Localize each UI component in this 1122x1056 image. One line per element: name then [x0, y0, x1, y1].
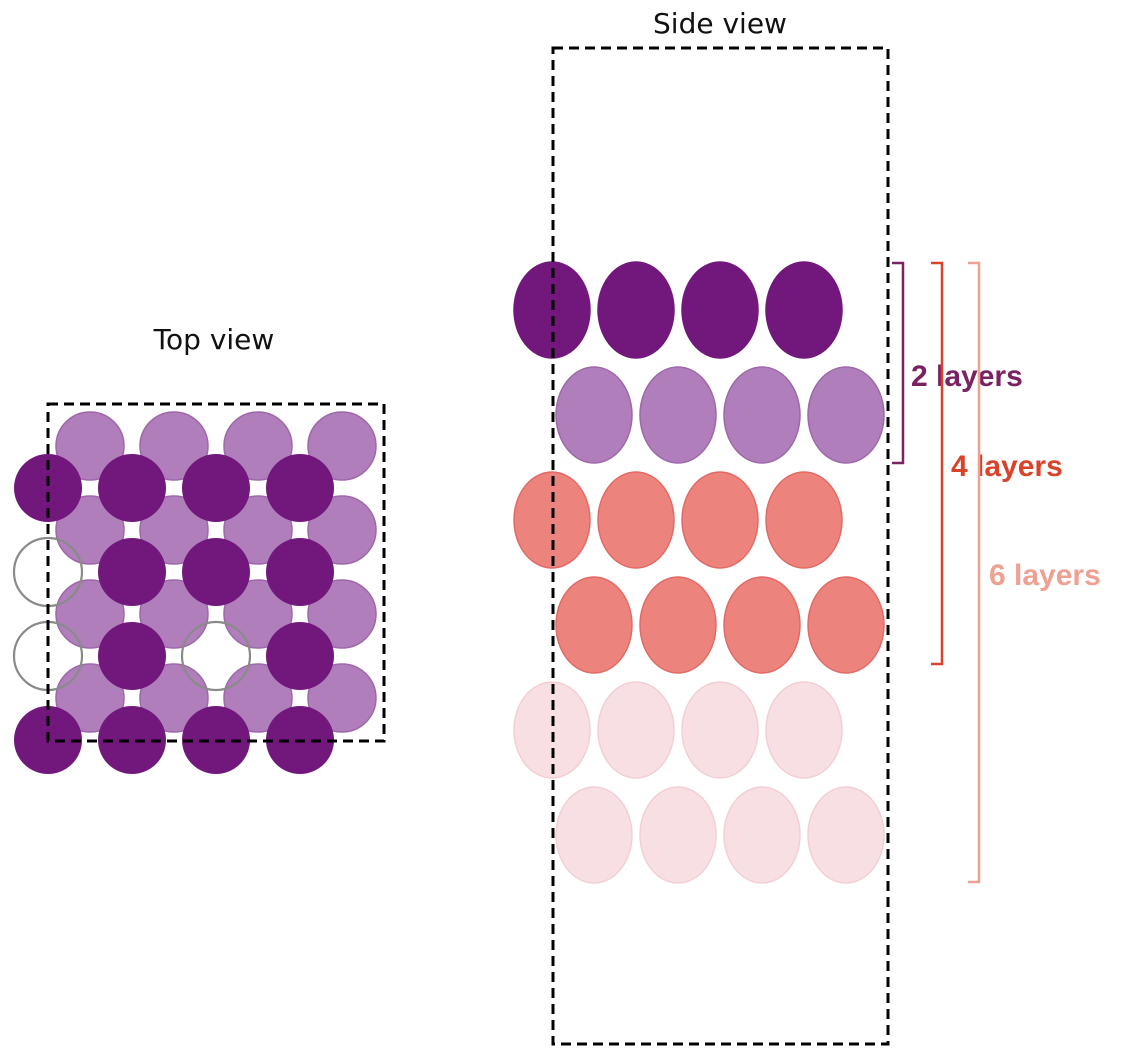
- lower-layer-atom: [55, 579, 125, 649]
- lower-layer-atom: [223, 495, 293, 565]
- lower-layer-atom: [55, 411, 125, 481]
- lower-layer-atom: [55, 663, 125, 733]
- side-layer-1-atom: [681, 261, 759, 359]
- layer-brackets: 2 layers 4 layers 6 layers: [892, 261, 1101, 884]
- side-layer-2-atom: [723, 366, 801, 464]
- side-layer-4-atom: [723, 576, 801, 674]
- side-view-layers: [513, 261, 885, 884]
- bracket-label-4-layers: 4 layers: [951, 450, 1063, 483]
- upper-layer-atom: [98, 706, 166, 774]
- side-layer-6-atom: [639, 786, 717, 884]
- lower-layer-atom: [223, 579, 293, 649]
- side-layer-3-atom: [681, 471, 759, 569]
- top-view-lattice: [12, 402, 386, 774]
- lower-layer-atom: [139, 495, 209, 565]
- vacancy-site: [180, 620, 252, 692]
- bracket-2-layers: [892, 261, 905, 465]
- side-layer-3-atom: [597, 471, 675, 569]
- lower-layer-atom: [139, 579, 209, 649]
- lower-layer-atom: [139, 663, 209, 733]
- lower-layer-atom: [307, 579, 377, 649]
- upper-layer-atom: [182, 538, 250, 606]
- top-view-lower-layer: [55, 411, 377, 733]
- side-layer-3-atom: [765, 471, 843, 569]
- side-layer-4-atom: [555, 576, 633, 674]
- side-layer-5-atom: [513, 681, 591, 779]
- upper-layer-atom: [14, 454, 82, 522]
- upper-layer-atom: [266, 622, 334, 690]
- side-view-title: Side view: [653, 7, 787, 40]
- upper-layer-atom: [98, 454, 166, 522]
- side-layer-6-atom: [807, 786, 885, 884]
- bracket-4-layers: [931, 261, 944, 666]
- upper-layer-atom: [182, 454, 250, 522]
- upper-layer-atom: [266, 538, 334, 606]
- side-layer-4-atom: [807, 576, 885, 674]
- side-layer-6-atom: [555, 786, 633, 884]
- top-view-unit-cell: [46, 402, 386, 743]
- lower-layer-atom: [55, 495, 125, 565]
- side-layer-4-atom: [639, 576, 717, 674]
- side-layer-1-atom: [765, 261, 843, 359]
- lower-layer-atom: [307, 411, 377, 481]
- bracket-label-6-layers: 6 layers: [989, 559, 1101, 592]
- side-layer-2-atom: [807, 366, 885, 464]
- lower-layer-atom: [307, 663, 377, 733]
- top-view-title: Top view: [153, 323, 275, 356]
- side-layer-1-atom: [597, 261, 675, 359]
- side-layer-5-atom: [765, 681, 843, 779]
- lower-layer-atom: [223, 411, 293, 481]
- side-view-unit-cell: [551, 46, 890, 1046]
- side-layer-2-atom: [555, 366, 633, 464]
- bracket-label-2-layers: 2 layers: [911, 360, 1023, 393]
- side-layer-2-atom: [639, 366, 717, 464]
- side-layer-6-atom: [723, 786, 801, 884]
- lower-layer-atom: [139, 411, 209, 481]
- lower-layer-atom: [307, 495, 377, 565]
- upper-layer-atom: [98, 622, 166, 690]
- side-layer-5-atom: [681, 681, 759, 779]
- side-layer-3-atom: [513, 471, 591, 569]
- lower-layer-atom: [223, 663, 293, 733]
- side-layer-5-atom: [597, 681, 675, 779]
- bracket-6-layers: [968, 261, 981, 884]
- upper-layer-atom: [266, 454, 334, 522]
- upper-layer-atom: [98, 538, 166, 606]
